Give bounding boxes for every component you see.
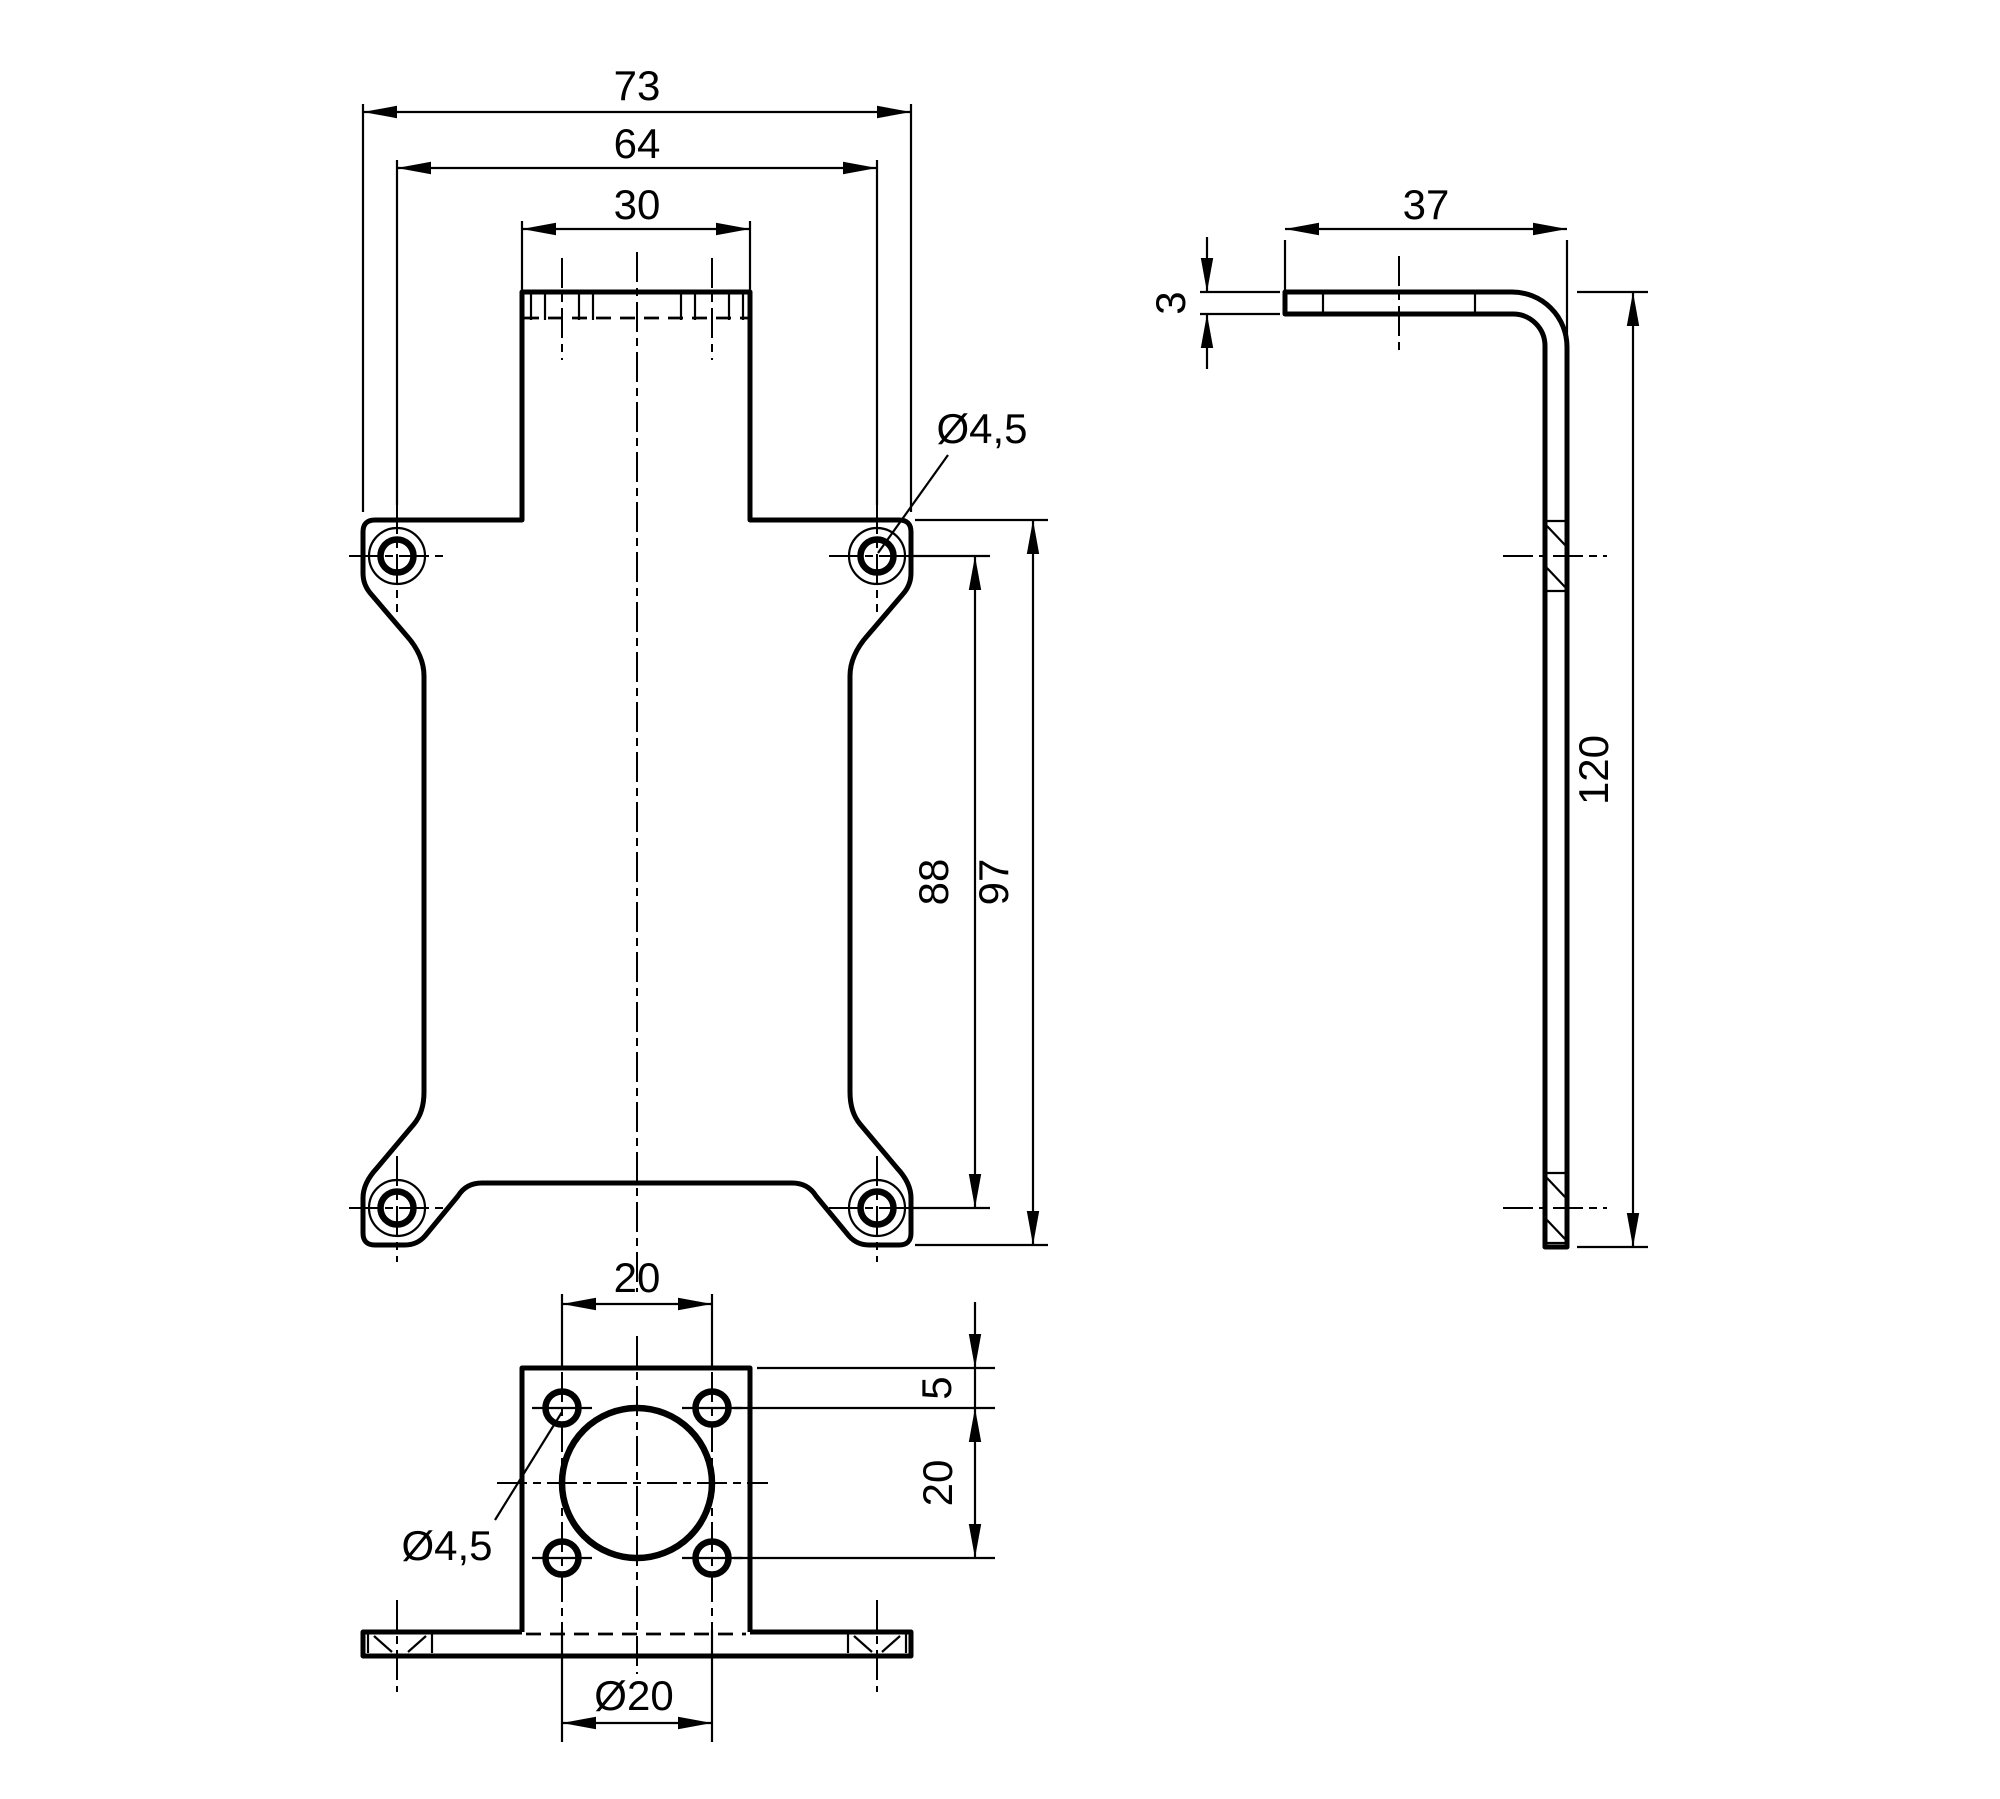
front-centerlines: [349, 252, 925, 1292]
front-extension-lines: [361, 104, 1048, 1247]
bore-circle: [558, 1404, 716, 1562]
bottom-hole-leader: [494, 1411, 563, 1521]
bottom-flange-outline: [360, 1629, 914, 1659]
front-dimension-lines: [363, 110, 1035, 1245]
front-arrows: [363, 105, 1040, 1245]
dim-bottom-hole-diameter: Ø4,5: [401, 1522, 492, 1569]
dim-bottom-bore-diameter: Ø20: [594, 1672, 673, 1719]
mounting-hole-outline: [847, 1178, 907, 1238]
side-outline: [1282, 289, 1570, 1250]
dim-side-material-thickness: 3: [1147, 291, 1194, 314]
dim-side-overall-height: 120: [1570, 735, 1617, 805]
mounting-hole-outline: [367, 1178, 427, 1238]
front-mounting-holes: [367, 526, 907, 1238]
bottom-centerlines: [396, 1336, 878, 1692]
front-outline: [360, 289, 914, 1248]
mounting-hole: [377, 1188, 417, 1228]
dim-front-flange-height: 97: [970, 859, 1017, 906]
side-hole-features: [1321, 292, 1567, 1245]
dim-front-hole-spacing-horizontal: 64: [614, 120, 661, 167]
dim-front-tab-width: 30: [614, 181, 661, 228]
mounting-hole: [377, 536, 417, 576]
bottom-view: 20 5 20 Ø4,5 Ø20: [360, 1254, 995, 1742]
bottom-dimension-lines: [562, 1302, 977, 1725]
mounting-hole: [857, 536, 897, 576]
dim-front-overall-width: 73: [614, 62, 661, 109]
bottom-arrows: [562, 1297, 982, 1730]
mounting-hole: [857, 1188, 897, 1228]
side-view: 37 3 120: [1147, 181, 1648, 1250]
front-hidden-lines: [524, 292, 748, 320]
side-arrows: [1200, 222, 1640, 1247]
front-hole-leader: [877, 454, 949, 554]
dim-side-leg-depth: 37: [1403, 181, 1450, 228]
bottom-mounting-holes: [532, 1388, 742, 1578]
mounting-hole-outline: [367, 526, 427, 586]
dim-bottom-hole-row-offset: 5: [913, 1376, 960, 1399]
bottom-block-outline: [519, 1365, 753, 1632]
dim-bottom-hole-spacing-horizontal: 20: [614, 1254, 661, 1301]
mounting-hole-outline: [847, 526, 907, 586]
dim-front-hole-diameter: Ø4,5: [936, 405, 1027, 452]
side-centerlines: [1398, 256, 1607, 1209]
dim-bottom-hole-spacing-vertical: 20: [914, 1460, 961, 1507]
dim-front-hole-spacing-vertical: 88: [910, 859, 957, 906]
bottom-flange-hole-marks: [366, 1634, 908, 1653]
front-view: 73 64 30 Ø4,5 88 97: [349, 62, 1048, 1292]
